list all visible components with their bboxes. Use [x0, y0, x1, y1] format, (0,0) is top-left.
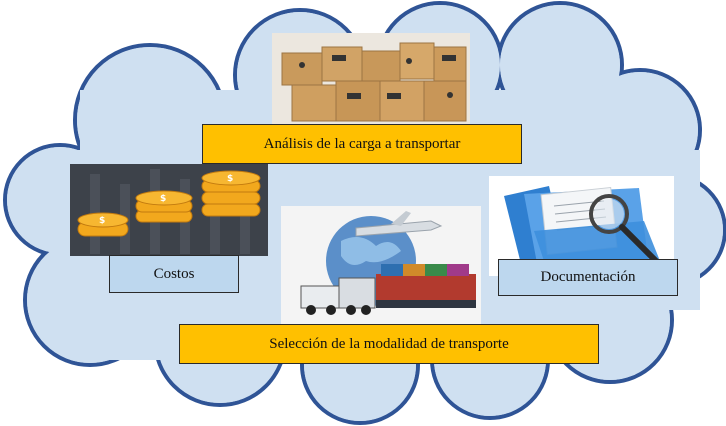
svg-text:$: $: [227, 174, 233, 184]
gold-coins-icon: $ $ $: [70, 164, 268, 256]
seleccion-modalidad-label: Selección de la modalidad de transporte: [179, 324, 599, 364]
analisis-carga-label: Análisis de la carga a transportar: [202, 124, 522, 164]
documentacion-label: Documentación: [498, 259, 678, 296]
cardboard-boxes-icon: [272, 33, 470, 125]
svg-text:$: $: [99, 216, 105, 226]
svg-text:$: $: [160, 194, 166, 204]
costos-label: Costos: [109, 255, 239, 293]
transport-globe-icon: [281, 206, 481, 326]
